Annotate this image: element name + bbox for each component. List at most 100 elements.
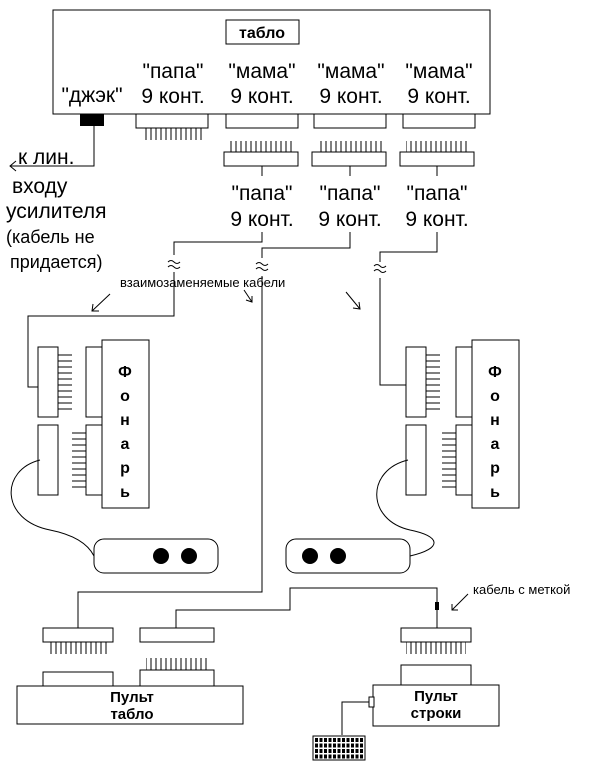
keyboard-key <box>342 754 345 759</box>
amp-note-line2: входу <box>12 175 68 198</box>
mama2-socket <box>313 113 387 129</box>
keyboard-key <box>333 738 336 742</box>
keyboard-key <box>333 749 336 753</box>
papa-bottom-2-contacts: 9 конт. <box>318 208 381 231</box>
svg-text:н: н <box>490 412 500 429</box>
papa-bottom-2-label: "папа" <box>319 182 380 205</box>
pult-tablo-connector-right <box>139 627 215 687</box>
mama3-label: "мама" <box>405 60 472 83</box>
mama3-socket <box>402 113 476 129</box>
keyboard-key <box>360 738 363 742</box>
keyboard-key <box>337 743 341 748</box>
jack-connector <box>80 114 104 126</box>
keyboard-key <box>324 749 327 753</box>
keyboard-key <box>315 738 318 742</box>
keyboard-key <box>342 743 345 748</box>
svg-text:о: о <box>120 388 130 405</box>
keyboard-key <box>328 743 332 748</box>
amp-note-line1: к лин. <box>18 146 74 169</box>
lamp-box-right <box>285 538 411 574</box>
tablo-title: табло <box>239 25 285 42</box>
amp-note-line3: усилителя <box>6 200 106 223</box>
keyboard-key <box>346 743 350 748</box>
mama1-socket <box>225 113 299 129</box>
svg-text:ь: ь <box>490 484 500 501</box>
keyboard-icon <box>312 735 366 761</box>
jack-label: "джэк" <box>61 84 122 107</box>
keyboard-key <box>337 738 341 742</box>
keyboard-key <box>360 754 363 759</box>
pult-tablo-box <box>16 685 244 725</box>
keyboard-key <box>342 749 345 753</box>
papa-top-connector <box>135 113 209 140</box>
pult-tablo-line1: Пульт <box>110 689 154 706</box>
keyboard-key <box>328 754 332 759</box>
mama1-label: "мама" <box>228 60 295 83</box>
keyboard-key <box>324 743 327 748</box>
keyboard-key <box>351 738 354 742</box>
svg-text:р: р <box>120 460 130 477</box>
keyboard-key <box>315 743 318 748</box>
keyboard-key <box>342 738 345 742</box>
keyboard-key <box>319 738 323 742</box>
papa-top-contacts: 9 конт. <box>141 85 204 108</box>
keyboard-key <box>360 749 363 753</box>
mama2-label: "мама" <box>317 60 384 83</box>
keyboard-key <box>337 749 341 753</box>
mama2-contacts: 9 конт. <box>319 85 382 108</box>
amp-note-line4: (кабель не <box>6 227 95 247</box>
keyboard-key <box>315 749 318 753</box>
cables-label: взаимозаменяемые кабели <box>120 275 285 290</box>
keyboard-key <box>355 754 359 759</box>
lamp-box-left <box>93 538 219 574</box>
mama1-contacts: 9 конт. <box>230 85 293 108</box>
keyboard-key <box>319 749 323 753</box>
lantern-right-label: Ф о н а р ь <box>488 364 502 501</box>
keyboard-key <box>337 754 341 759</box>
keyboard-key <box>346 749 350 753</box>
keyboard-key <box>328 738 332 742</box>
svg-text:а: а <box>491 436 500 453</box>
svg-text:а: а <box>121 436 130 453</box>
cable-break-marks <box>167 260 387 273</box>
papa-bottom-1-contacts: 9 конт. <box>230 208 293 231</box>
papa-bottom-3-contacts: 9 конт. <box>405 208 468 231</box>
keyboard-key <box>346 738 350 742</box>
cable-marker <box>435 602 439 610</box>
svg-text:Ф: Ф <box>488 364 502 381</box>
keyboard-key <box>346 754 350 759</box>
keyboard-key <box>324 754 327 759</box>
svg-text:о: о <box>490 388 500 405</box>
amp-note-line5: придается) <box>10 252 103 272</box>
keyboard-key <box>360 743 363 748</box>
svg-text:р: р <box>490 460 500 477</box>
keyboard-key <box>351 754 354 759</box>
tablo-title-box <box>225 19 300 45</box>
keyboard-key <box>355 749 359 753</box>
svg-text:ь: ь <box>120 484 130 501</box>
keyboard-key <box>333 743 336 748</box>
papa-plug-3 <box>399 141 475 167</box>
papa-bottom-1-label: "папа" <box>231 182 292 205</box>
keyboard-key <box>319 754 323 759</box>
keyboard-key <box>351 749 354 753</box>
pult-tablo-line2: табло <box>110 706 153 723</box>
keyboard-key <box>351 743 354 748</box>
keyboard-key <box>328 749 332 753</box>
keyboard-key <box>355 738 359 742</box>
papa-plug-2 <box>311 141 387 167</box>
mama3-contacts: 9 конт. <box>407 85 470 108</box>
lantern-left <box>37 339 150 509</box>
keyboard-key <box>324 738 327 742</box>
pult-stroki-box <box>372 684 500 727</box>
svg-text:Ф: Ф <box>118 364 132 381</box>
pult-tablo-connector-left <box>42 627 114 687</box>
lantern-right <box>405 339 520 509</box>
keyboard-key <box>319 743 323 748</box>
keyboard-key <box>355 743 359 748</box>
svg-text:н: н <box>120 412 130 429</box>
lantern-left-label: Ф о н а р ь <box>118 364 132 501</box>
pult-stroki-line2: строки <box>411 705 462 722</box>
pult-stroki-connector <box>400 627 472 686</box>
